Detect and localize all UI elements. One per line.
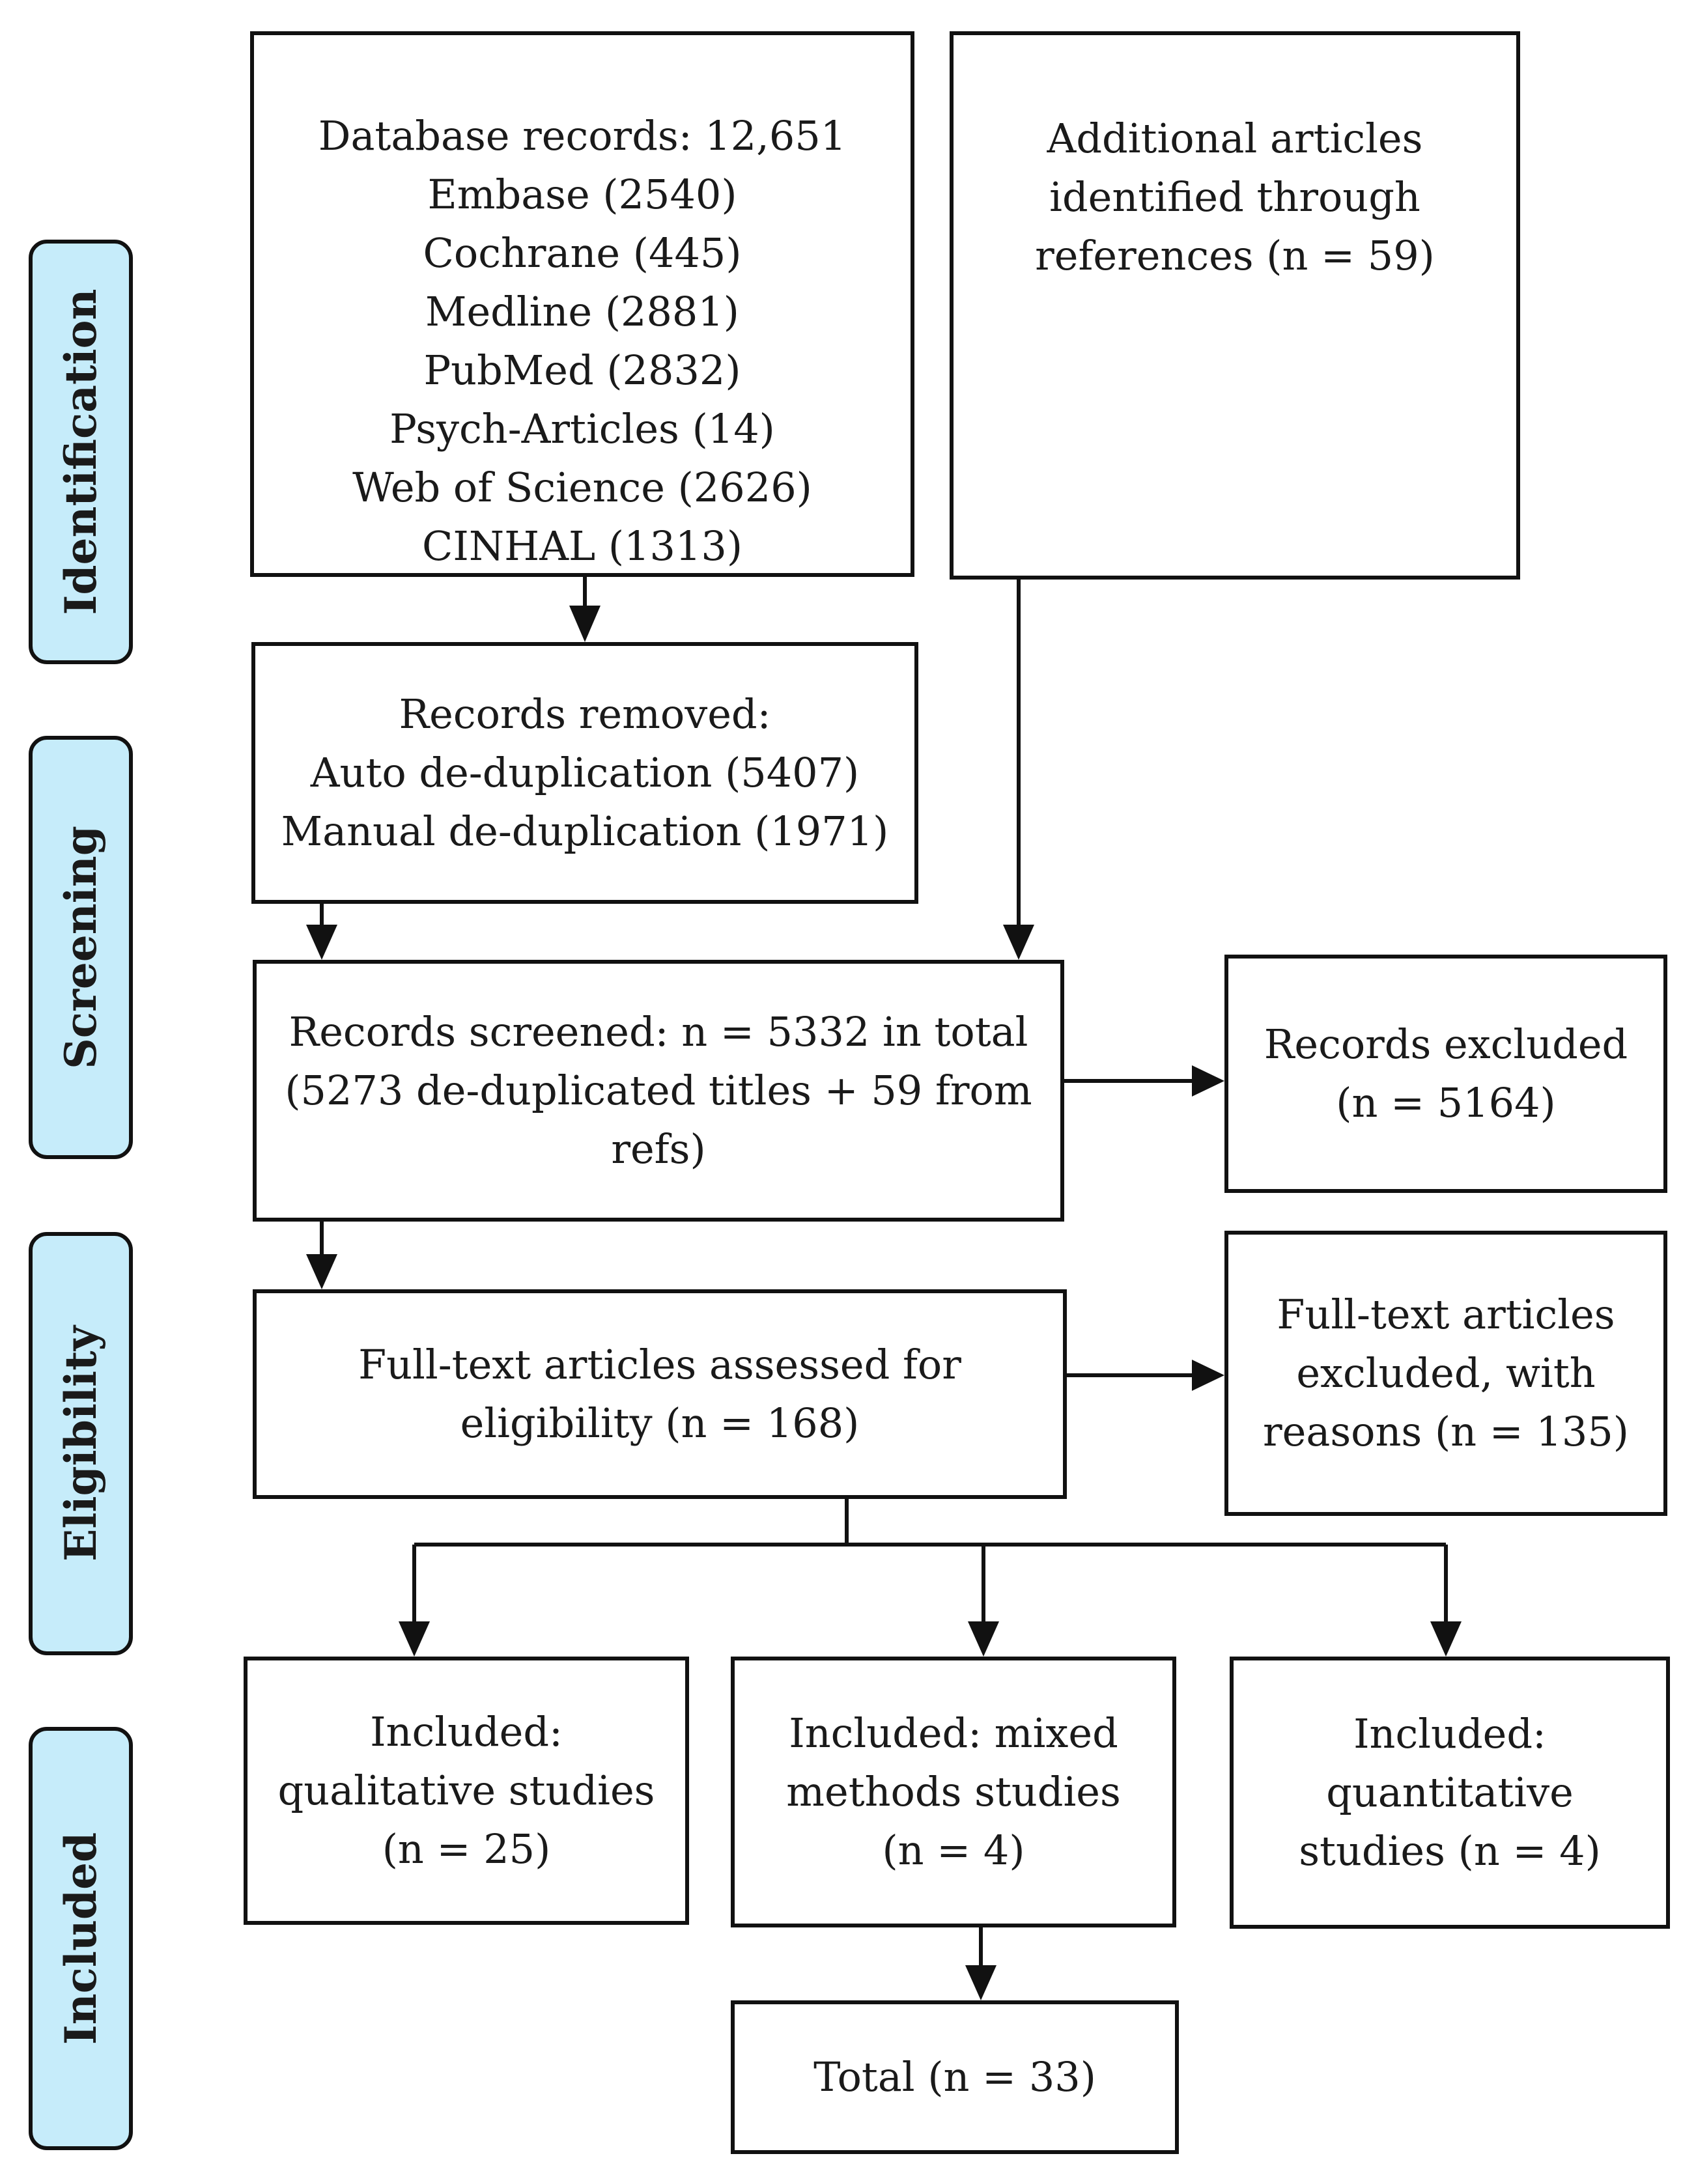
arrowhead-removed-to-screened: [306, 925, 337, 960]
arrowhead-database-to-removed: [569, 606, 601, 642]
stage-screening: Screening: [29, 736, 133, 1159]
database-records-cochrane: Cochrane (445): [423, 229, 742, 277]
arrowhead-screened-to-assessed: [306, 1254, 337, 1289]
arrowhead-to-qualitative: [399, 1621, 430, 1657]
stage-included: Included: [29, 1727, 133, 2150]
arrowhead-to-mixed: [968, 1621, 999, 1657]
fulltext-excluded-line-1: Full-text articles: [1277, 1291, 1615, 1338]
total-box: Total (n = 33): [731, 2000, 1179, 2154]
database-records-web-of-science: Web of Science (2626): [352, 464, 812, 511]
database-records-box: Database records: 12,651 Embase (2540) C…: [250, 31, 914, 577]
included-qualitative-line-3: (n = 25): [382, 1825, 551, 1873]
included-quantitative-box: Included: quantitative studies (n = 4): [1230, 1657, 1670, 1929]
records-removed-auto: Auto de-duplication (5407): [310, 749, 860, 796]
included-mixed-line-1: Included: mixed: [789, 1709, 1118, 1757]
included-qualitative-line-1: Included:: [370, 1708, 563, 1756]
arrowhead-mixed-to-total: [965, 1965, 996, 2000]
included-mixed-line-3: (n = 4): [882, 1827, 1025, 1874]
additional-articles-line-1: Additional articles: [1047, 115, 1423, 162]
arrowhead-screened-to-excluded: [1192, 1065, 1224, 1097]
records-removed-manual: Manual de-duplication (1971): [281, 807, 889, 855]
additional-articles-box: Additional articles identified through r…: [950, 31, 1520, 580]
arrowhead-additional-to-screened: [1003, 925, 1034, 960]
included-quantitative-line-3: studies (n = 4): [1299, 1827, 1601, 1875]
records-removed-box: Records removed: Auto de-duplication (54…: [251, 642, 918, 904]
fulltext-assessed-line-1: Full-text articles assessed for: [358, 1341, 961, 1388]
included-quantitative-line-1: Included:: [1353, 1710, 1546, 1757]
database-records-medline: Medline (2881): [425, 288, 739, 335]
database-records-pubmed: PubMed (2832): [423, 346, 741, 394]
included-mixed-line-2: methods studies: [786, 1768, 1121, 1815]
database-records-psych-articles: Psych-Articles (14): [389, 405, 775, 453]
database-records-cinhal: CINHAL (1313): [421, 522, 743, 570]
included-qualitative-line-2: qualitative studies: [277, 1767, 655, 1814]
fulltext-excluded-line-2: excluded, with: [1296, 1349, 1596, 1397]
records-excluded-line-1: Records excluded: [1264, 1020, 1628, 1068]
database-records-embase: Embase (2540): [427, 171, 737, 218]
arrowhead-to-quantitative: [1430, 1621, 1462, 1657]
stage-identification: Identification: [29, 240, 133, 664]
included-mixed-box: Included: mixed methods studies (n = 4): [731, 1657, 1176, 1927]
fulltext-assessed-box: Full-text articles assessed for eligibil…: [253, 1289, 1067, 1499]
records-excluded-box: Records excluded (n = 5164): [1224, 955, 1667, 1193]
records-screened-line-3: refs): [611, 1125, 706, 1173]
records-screened-line-2: (5273 de-duplicated titles + 59 from: [285, 1067, 1032, 1114]
records-excluded-line-2: (n = 5164): [1336, 1079, 1556, 1127]
records-screened-box: Records screened: n = 5332 in total (527…: [253, 960, 1064, 1222]
included-quantitative-line-2: quantitative: [1326, 1769, 1574, 1816]
fulltext-excluded-line-3: reasons (n = 135): [1263, 1408, 1629, 1455]
total-line: Total (n = 33): [813, 2053, 1096, 2101]
fulltext-assessed-line-2: eligibility (n = 168): [460, 1399, 860, 1447]
fulltext-excluded-box: Full-text articles excluded, with reason…: [1224, 1231, 1667, 1516]
included-qualitative-box: Included: qualitative studies (n = 25): [244, 1657, 689, 1925]
records-removed-title: Records removed:: [399, 690, 771, 738]
database-records-total: Database records: 12,651: [318, 112, 847, 160]
records-screened-line-1: Records screened: n = 5332 in total: [289, 1008, 1028, 1056]
additional-articles-line-3: references (n = 59): [1035, 232, 1435, 279]
arrowhead-assessed-to-excluded: [1192, 1360, 1224, 1391]
stage-eligibility: Eligibility: [29, 1232, 133, 1655]
additional-articles-line-2: identified through: [1049, 173, 1420, 221]
